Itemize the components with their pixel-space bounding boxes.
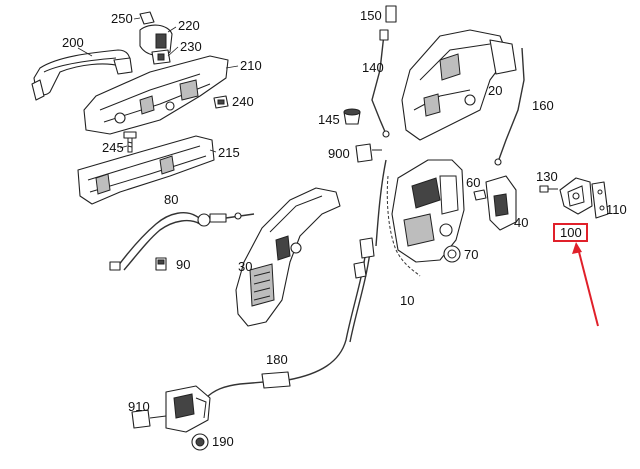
part-140-lock-rod[interactable] (371, 29, 390, 138)
part-245-screw[interactable] (123, 131, 137, 153)
label-215: 215 (218, 145, 240, 160)
cable-900-lock (375, 159, 387, 247)
part-20-bracket[interactable] (401, 29, 517, 141)
highlight-arrow-head (572, 242, 582, 254)
label-90: 90 (176, 257, 190, 272)
label-30: 30 (238, 259, 252, 274)
label-200: 200 (62, 35, 84, 50)
part-200-door-handle[interactable] (31, 49, 133, 101)
label-250: 250 (111, 11, 133, 26)
part-60-clip[interactable] (473, 189, 487, 201)
part-90-clip[interactable] (155, 257, 167, 271)
label-230: 230 (180, 39, 202, 54)
part-150-cap[interactable] (385, 5, 397, 23)
part-180-cable[interactable] (205, 237, 375, 399)
part-30-inner-handle[interactable] (235, 187, 341, 327)
leader-245 (119, 145, 128, 149)
label-180: 180 (266, 352, 288, 367)
label-140: 140 (362, 60, 384, 75)
label-910: 910 (128, 399, 150, 414)
highlight-box-100[interactable] (553, 223, 588, 242)
leader-215 (209, 149, 217, 153)
highlight-arrow-line (577, 247, 599, 327)
label-160: 160 (532, 98, 554, 113)
label-80: 80 (164, 192, 178, 207)
label-190: 190 (212, 434, 234, 449)
part-900-connector[interactable] (355, 143, 382, 163)
part-110-plate[interactable] (591, 181, 609, 219)
part-240-plug[interactable] (213, 95, 229, 109)
leader-210 (225, 65, 239, 69)
part-220-cover[interactable] (139, 24, 173, 56)
label-70: 70 (464, 247, 478, 262)
label-145: 145 (318, 112, 340, 127)
label-150: 150 (360, 8, 382, 23)
part-70-plug[interactable] (443, 245, 461, 263)
label-130: 130 (536, 169, 558, 184)
label-900: 900 (328, 146, 350, 161)
part-100-striker[interactable] (559, 177, 593, 215)
leader-200 (77, 47, 93, 57)
part-210-handle-carrier[interactable] (83, 55, 229, 135)
label-20: 20 (488, 83, 502, 98)
part-215-frame[interactable] (77, 135, 215, 205)
part-10-door-lock[interactable] (386, 159, 465, 277)
label-40: 40 (514, 215, 528, 230)
leader-250 (133, 17, 141, 20)
part-190-grommet[interactable] (191, 433, 209, 451)
label-60: 60 (466, 175, 480, 190)
part-160-rod[interactable] (494, 47, 525, 166)
label-110: 110 (606, 202, 627, 217)
part-910-actuator[interactable] (131, 385, 211, 433)
part-130-screw[interactable] (539, 185, 558, 193)
leader-220 (167, 26, 177, 33)
part-40-lock-cover[interactable] (485, 175, 517, 231)
part-145-grommet[interactable] (343, 108, 361, 125)
part-80-cable[interactable] (109, 212, 255, 271)
label-245: 245 (102, 140, 124, 155)
leader-230 (167, 46, 179, 57)
label-220: 220 (178, 18, 200, 33)
label-210: 210 (240, 58, 262, 73)
label-100: 100 (560, 225, 582, 240)
label-10: 10 (400, 293, 414, 308)
part-250-cap[interactable] (139, 11, 155, 25)
label-240: 240 (232, 94, 254, 109)
part-230-clip[interactable] (151, 49, 171, 65)
